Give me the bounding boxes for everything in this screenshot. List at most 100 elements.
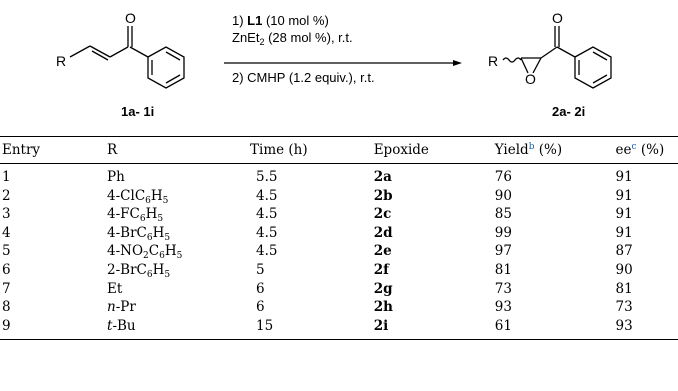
cell-ee: 73 bbox=[615, 299, 633, 316]
cell-entry: 5 bbox=[2, 243, 11, 260]
cell-yield: 61 bbox=[494, 316, 616, 341]
condition-step-1b: ZnEt2 (28 mol %), r.t. bbox=[232, 30, 353, 47]
cell-epoxide: 2d bbox=[373, 224, 393, 241]
cell-ee: 87 bbox=[615, 243, 633, 260]
cell-ee: 91 bbox=[615, 169, 633, 185]
results-table-wrapper: Entry R Time (h) Epoxide Yieldb (%) eec … bbox=[0, 136, 678, 341]
cell-time: 6 bbox=[256, 299, 265, 316]
header-ee-unit: (%) bbox=[636, 142, 665, 158]
header-r: R bbox=[107, 136, 251, 164]
r-part-b: H bbox=[150, 187, 163, 204]
cell-entry: 1 bbox=[2, 169, 11, 185]
cell-yield: 76 bbox=[494, 169, 512, 185]
footnote-b-link[interactable]: b bbox=[528, 142, 535, 152]
condition-step-2: 2) CMHP (1.2 equiv.), r.t. bbox=[232, 70, 375, 85]
cell-r-group: 4-BrC6H5 bbox=[107, 224, 250, 243]
header-ee: eec (%) bbox=[615, 136, 678, 164]
step1-suffix: (10 mol %) bbox=[262, 13, 329, 28]
cell-time: 4.5 bbox=[256, 206, 278, 223]
results-table: Entry R Time (h) Epoxide Yieldb (%) eec … bbox=[0, 136, 678, 341]
cell-yield: 90 bbox=[494, 187, 512, 204]
r-sub-2: 5 bbox=[164, 232, 171, 243]
header-epoxide: Epoxide bbox=[373, 136, 495, 164]
r-sub-3: 5 bbox=[176, 251, 183, 262]
cell-ee: 91 bbox=[615, 206, 633, 223]
cell-entry: 3 bbox=[2, 206, 11, 223]
cell-epoxide: 2a bbox=[373, 169, 392, 185]
r-prefix: t bbox=[107, 317, 113, 334]
reactant-label: 1a- 1i bbox=[121, 104, 155, 119]
cell-time: 5.5 bbox=[256, 169, 278, 185]
r-sub-1: 6 bbox=[145, 195, 151, 206]
reactant-structure bbox=[69, 26, 185, 89]
cell-entry: 8 bbox=[2, 299, 11, 316]
ligand-label: L1 bbox=[247, 13, 263, 28]
cell-yield: 93 bbox=[494, 299, 512, 316]
r-sub-2: 6 bbox=[159, 251, 165, 262]
step1-prefix: 1) bbox=[232, 13, 248, 28]
reactant-r-group: R bbox=[56, 53, 67, 69]
cell-time: 4.5 bbox=[256, 243, 278, 260]
r-sub-1: 2 bbox=[143, 251, 149, 262]
r-sub-2: 5 bbox=[164, 269, 171, 280]
r-part-a: 4-ClC bbox=[107, 187, 146, 204]
r-prefix: n bbox=[107, 299, 116, 316]
table-row: 1 Ph 5.5 2a 76 91 bbox=[0, 164, 678, 187]
r-sub-2: 5 bbox=[162, 195, 169, 206]
cell-time: 5 bbox=[256, 261, 265, 278]
cell-entry: 7 bbox=[2, 280, 11, 297]
header-entry: Entry bbox=[0, 136, 108, 164]
cell-time: 6 bbox=[256, 280, 265, 297]
r-part-b: C bbox=[148, 243, 160, 260]
cell-r-group: t-Bu bbox=[107, 316, 251, 341]
cell-ee: 91 bbox=[615, 224, 633, 241]
cell-r-group: Ph bbox=[107, 164, 250, 187]
cell-epoxide: 2h bbox=[373, 299, 393, 316]
r-part-a: -Bu bbox=[112, 317, 136, 334]
cell-epoxide: 2i bbox=[373, 316, 495, 341]
scheme-structures bbox=[69, 26, 612, 89]
cell-r-group: 4-NO2C6H5 bbox=[107, 242, 250, 261]
header-yield: Yieldb (%) bbox=[494, 136, 616, 164]
r-part-b: H bbox=[152, 261, 165, 278]
cell-r-group: 2-BrC6H5 bbox=[107, 261, 250, 280]
cell-time: 4.5 bbox=[256, 187, 278, 204]
header-time: Time (h) bbox=[250, 136, 374, 164]
header-yield-unit: (%) bbox=[534, 142, 563, 158]
r-sub-2: 5 bbox=[157, 214, 164, 225]
cell-r-group: Et bbox=[107, 280, 250, 299]
footnote-c-link[interactable]: c bbox=[631, 142, 637, 152]
product-carbonyl-oxygen: O bbox=[552, 10, 563, 26]
reagent-name: ZnEt bbox=[232, 30, 260, 45]
cell-epoxide: 2b bbox=[373, 187, 393, 204]
cell-time: 4.5 bbox=[256, 224, 278, 241]
r-sub-1: 6 bbox=[139, 214, 146, 225]
cell-yield: 73 bbox=[494, 280, 512, 297]
product-structure bbox=[502, 26, 612, 89]
r-part-b: H bbox=[145, 206, 158, 223]
cell-ee: 93 bbox=[615, 316, 678, 341]
table-header-row: Entry R Time (h) Epoxide Yieldb (%) eec … bbox=[0, 136, 678, 164]
cell-entry: 6 bbox=[2, 261, 11, 278]
r-sub-1: 6 bbox=[146, 232, 153, 243]
condition-step-1: 1) L1 (10 mol %) bbox=[232, 13, 329, 29]
cell-ee: 81 bbox=[615, 280, 633, 297]
reagent-suffix: (28 mol %), r.t. bbox=[264, 30, 353, 45]
reaction-scheme: R O R O O 1) L1 (10 mol %) ZnEt2 (28 mol… bbox=[0, 0, 678, 130]
cell-entry: 9 bbox=[0, 316, 108, 341]
header-yield-text: Yield bbox=[494, 142, 529, 158]
cell-yield: 81 bbox=[494, 261, 512, 278]
cell-yield: 85 bbox=[494, 206, 512, 223]
r-part-a: 2-BrC bbox=[107, 261, 147, 278]
reaction-arrow bbox=[224, 60, 462, 66]
r-part-a: 4-FC bbox=[107, 206, 140, 223]
